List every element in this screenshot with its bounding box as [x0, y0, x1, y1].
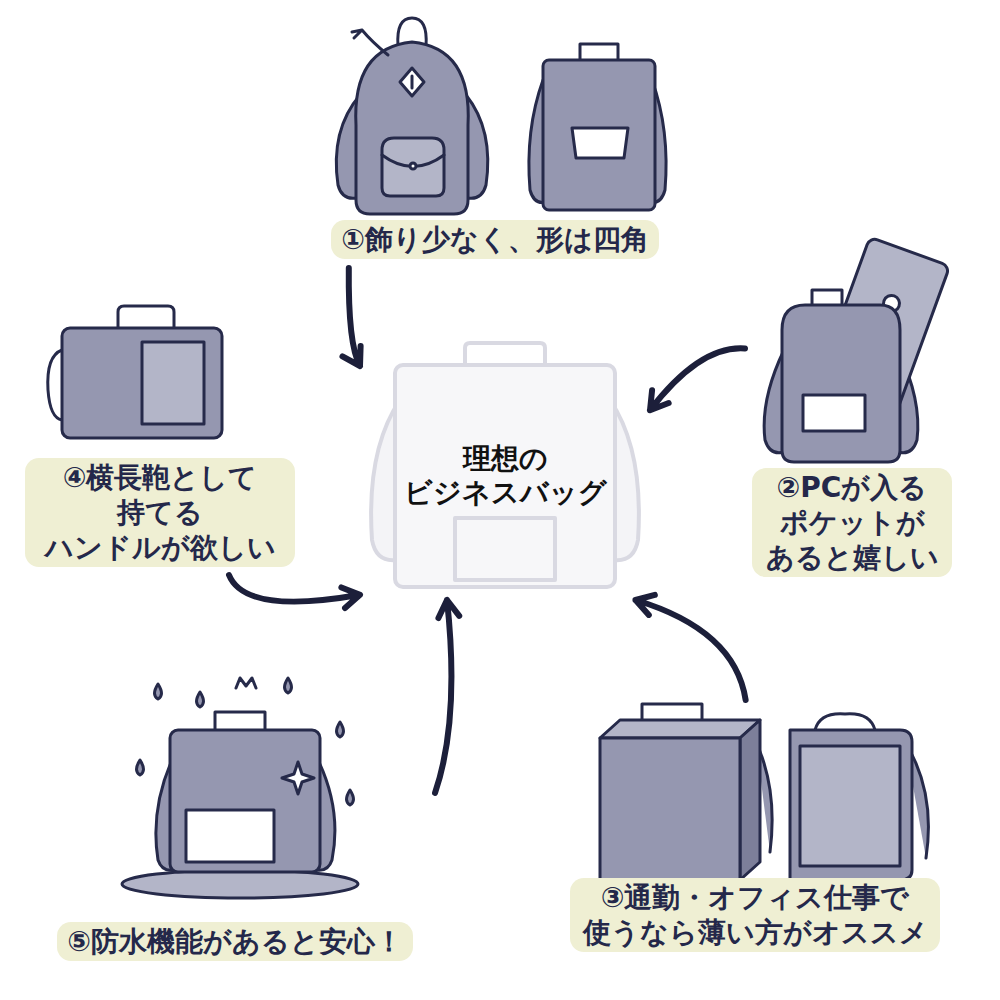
bag-body — [62, 328, 222, 438]
square-backpack — [529, 44, 666, 210]
thin-bags — [600, 704, 928, 880]
splash — [236, 678, 256, 688]
handle — [815, 714, 875, 730]
caption: ③通勤・オフィス仕事で 使うなら薄い方がオススメ — [570, 878, 940, 952]
pocket — [382, 138, 444, 196]
round-backpack — [336, 18, 487, 214]
raindrop — [155, 684, 162, 699]
bag-side — [740, 720, 760, 880]
raindrop — [337, 722, 344, 737]
patch-mark — [411, 76, 414, 88]
curved-arrow — [342, 268, 360, 366]
raindrop — [137, 760, 144, 775]
handle — [580, 44, 618, 60]
handle — [118, 306, 174, 328]
pocket — [803, 395, 865, 431]
requirement-group: ⑤防水機能があると安心！ — [35, 675, 435, 970]
caption: ②PCが入る ポケットが あると嬉しい — [752, 468, 952, 577]
waterproof-bag — [122, 678, 358, 898]
handle — [215, 712, 265, 730]
pocket — [455, 518, 555, 580]
caption: ①飾り少なく、形は四角 — [331, 220, 659, 259]
raindrop — [197, 692, 204, 707]
bag-top — [600, 720, 760, 738]
bag-body — [790, 730, 912, 880]
bag-body — [782, 305, 900, 462]
requirement-group: ②PCが入る ポケットが あると嬉しい — [745, 250, 960, 578]
ideal-bag-node: 理想の ビジネスバッグ — [360, 340, 650, 600]
requirement-group: ①飾り少なく、形は四角 — [320, 15, 680, 268]
pocket — [572, 128, 628, 158]
curved-arrow — [229, 575, 360, 608]
caption: ④横長鞄として 持てる ハンドルが欲しい — [25, 458, 295, 567]
center-label: 理想の ビジネスバッグ — [390, 440, 620, 511]
curved-arrow — [650, 348, 745, 410]
bag-body — [170, 730, 320, 872]
bag-body — [356, 42, 469, 214]
caption: ⑤防水機能があると安心！ — [57, 922, 413, 961]
bag-panel — [800, 746, 900, 866]
handle — [812, 290, 842, 305]
bag-body — [543, 60, 655, 210]
requirement-group: ④横長鞄として 持てる ハンドルが欲しい — [25, 300, 297, 575]
pocket — [142, 342, 204, 424]
raindrop — [285, 678, 292, 693]
curved-arrow — [636, 595, 746, 700]
button — [410, 163, 416, 169]
patch — [400, 68, 424, 96]
curved-arrow — [435, 600, 459, 793]
side-handle — [48, 350, 62, 420]
drawstring — [352, 30, 388, 55]
pocket — [186, 810, 274, 862]
bag-body — [600, 738, 740, 880]
laptop-bag — [764, 237, 950, 462]
raindrop — [347, 790, 354, 805]
sparkle — [282, 762, 314, 794]
horizontal-bag — [48, 306, 222, 438]
requirement-group: ③通勤・オフィス仕事で 使うなら薄い方がオススメ — [560, 700, 955, 965]
puddle — [122, 870, 358, 898]
